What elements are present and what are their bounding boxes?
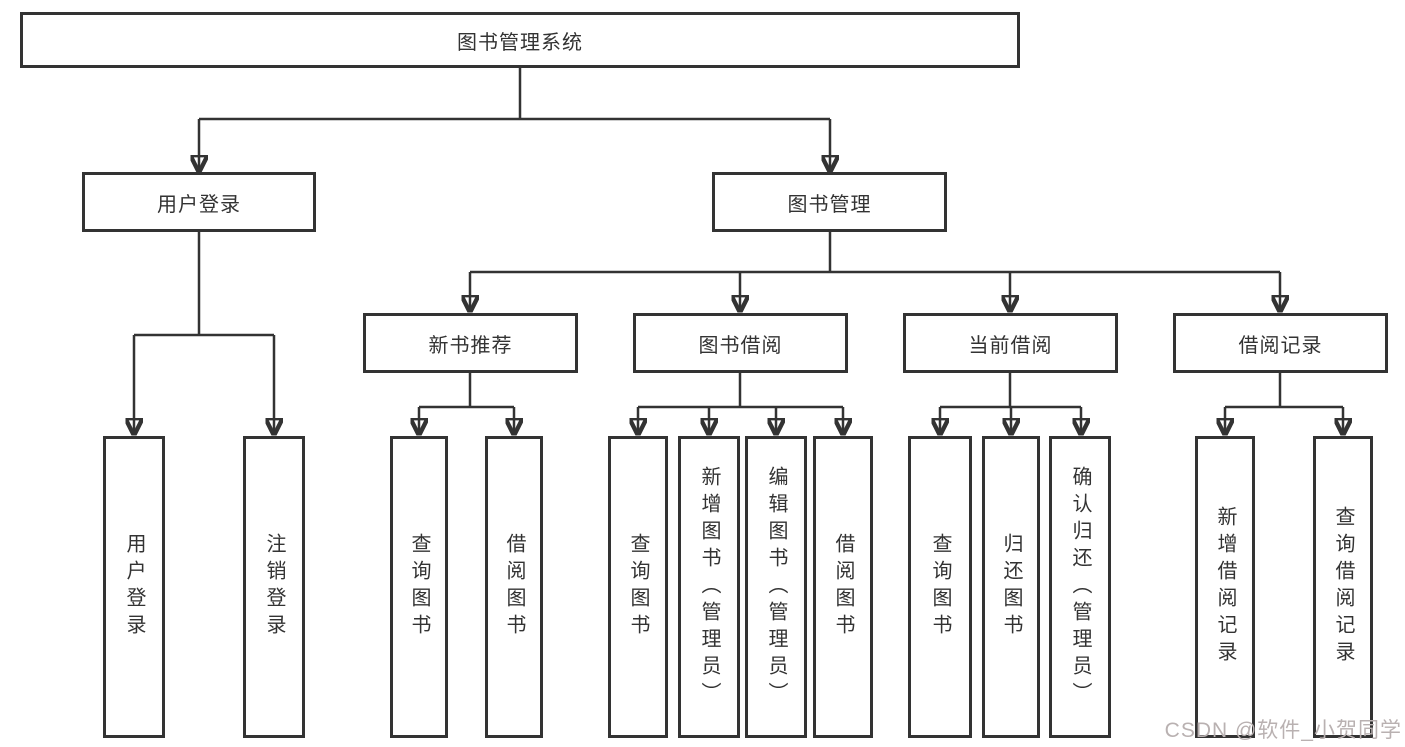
node-label: 新增图书（管理员） [698, 465, 720, 709]
leaf-query-books-recommend: 查询图书 [390, 436, 448, 738]
node-label: 借阅图书 [503, 533, 525, 641]
node-label: 归还图书 [1000, 533, 1022, 641]
node-label: 图书管理 [787, 193, 872, 216]
node-library-management-system: 图书管理系统 [20, 12, 1020, 68]
node-book-borrowing: 图书借阅 [633, 313, 848, 373]
node-label: 查询图书 [408, 533, 430, 641]
connector-borrow-records [1225, 373, 1343, 433]
leaf-query-books-current: 查询图书 [908, 436, 972, 738]
node-borrow-records: 借阅记录 [1173, 313, 1388, 373]
node-label: 借阅记录 [1238, 334, 1323, 357]
node-label: 确认归还（管理员） [1069, 465, 1091, 709]
node-label: 查询借阅记录 [1332, 506, 1354, 668]
node-user-login: 用户登录 [82, 172, 316, 232]
connector-book-management [470, 232, 1280, 310]
node-label: 编辑图书（管理员） [765, 465, 787, 709]
connector-book-borrowing [638, 373, 843, 433]
leaf-query-books-borrowing: 查询图书 [608, 436, 668, 738]
leaf-query-borrow-record: 查询借阅记录 [1313, 436, 1373, 738]
leaf-return-books: 归还图书 [982, 436, 1040, 738]
leaf-user-login: 用户登录 [103, 436, 165, 738]
connector-current-borrowing [940, 373, 1081, 433]
connector-new-books [419, 373, 514, 433]
node-label: 新增借阅记录 [1214, 506, 1236, 668]
leaf-confirm-return-admin: 确认归还（管理员） [1049, 436, 1111, 738]
leaf-add-books-admin: 新增图书（管理员） [678, 436, 740, 738]
watermark: CSDN @软件_小贺同学 [1164, 719, 1402, 742]
leaf-add-borrow-record: 新增借阅记录 [1195, 436, 1255, 738]
node-new-book-recommend: 新书推荐 [363, 313, 578, 373]
connector-user-login [134, 232, 274, 433]
leaf-borrow-books: 借阅图书 [813, 436, 873, 738]
node-label: 用户登录 [123, 533, 145, 641]
node-label: 注销登录 [263, 533, 285, 641]
leaf-edit-books-admin: 编辑图书（管理员） [745, 436, 807, 738]
node-label: 用户登录 [157, 193, 241, 216]
leaf-borrow-books-recommend: 借阅图书 [485, 436, 543, 738]
node-book-management: 图书管理 [712, 172, 947, 232]
node-label: 新书推荐 [428, 334, 513, 357]
node-label: 查询图书 [627, 533, 649, 641]
node-label: 图书借阅 [698, 334, 783, 357]
node-current-borrowing: 当前借阅 [903, 313, 1118, 373]
node-label: 借阅图书 [832, 533, 854, 641]
leaf-logout: 注销登录 [243, 436, 305, 738]
node-label: 当前借阅 [968, 334, 1053, 357]
connector-root-to-level2 [199, 68, 830, 170]
node-label: 图书管理系统 [457, 31, 583, 54]
node-label: 查询图书 [929, 533, 951, 641]
